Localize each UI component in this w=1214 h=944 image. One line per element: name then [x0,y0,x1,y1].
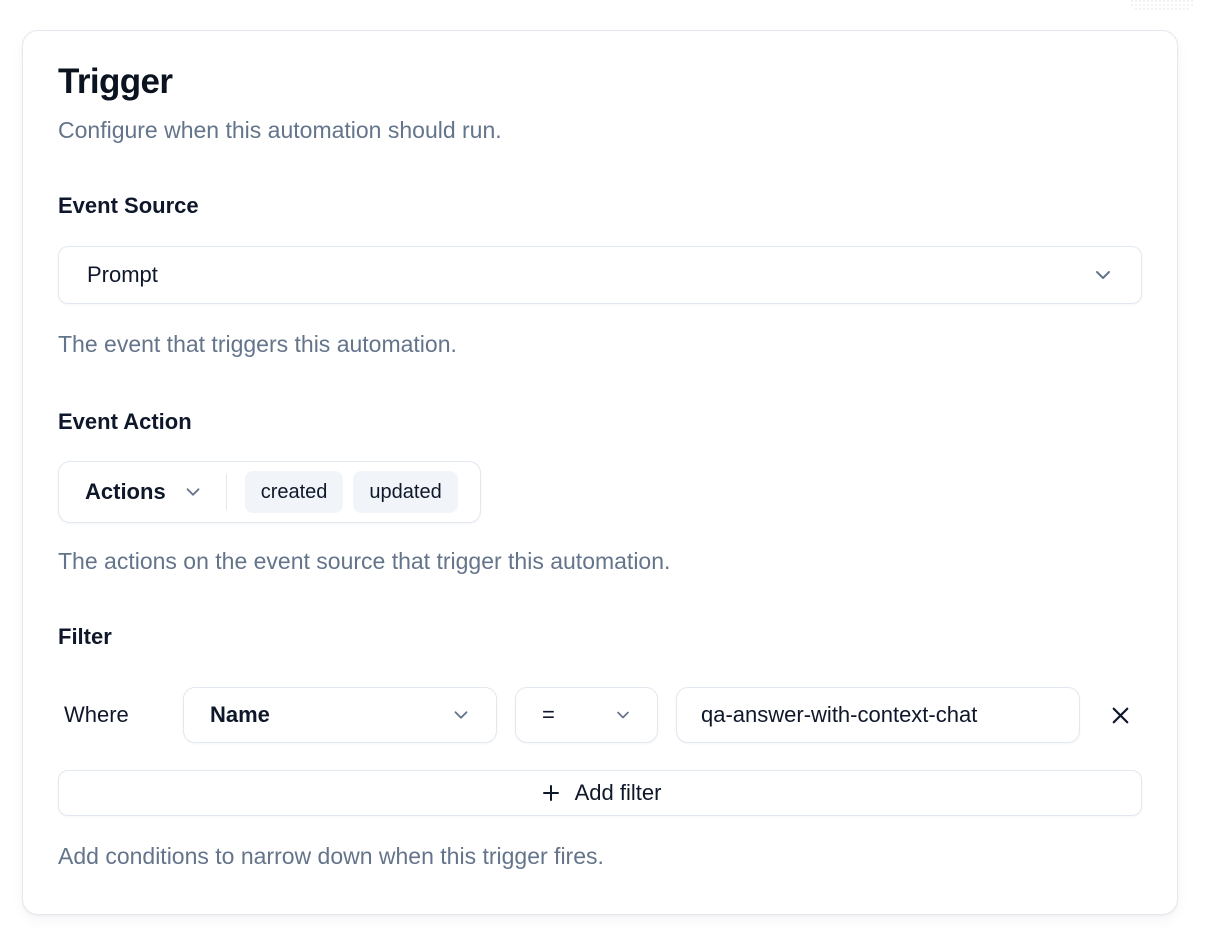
selected-actions: created updated [244,471,458,513]
filter-field-value: Name [210,702,270,727]
filter-operator-select[interactable]: = [515,687,658,743]
event-action-section: Event Action Actions created updated The… [58,408,1142,575]
action-badge-updated: updated [353,471,458,513]
filter-value-input[interactable] [676,687,1080,743]
event-action-label: Event Action [58,409,192,434]
add-filter-label: Add filter [574,780,662,805]
where-label: Where [64,702,129,727]
page-title: Trigger [58,62,173,101]
filter-section: Filter Where Name = [58,623,1142,870]
filter-operator-value: = [542,702,555,727]
event-source-select-value: Prompt [87,262,158,287]
plus-icon [539,781,563,805]
action-badge-created: created [244,471,344,513]
add-filter-button[interactable]: Add filter [58,770,1142,816]
filter-condition-row: Where Name = [58,687,1142,743]
chevron-down-icon [450,704,472,726]
event-source-help: The event that triggers this automation. [58,331,457,357]
filter-field-select[interactable]: Name [183,687,497,743]
event-source-label: Event Source [58,193,199,218]
filter-label: Filter [58,624,112,649]
x-icon [1107,702,1134,729]
event-action-help: The actions on the event source that tri… [58,548,671,574]
offscreen-element-artifact [1130,0,1194,11]
actions-dropdown[interactable]: Actions [85,479,204,505]
event-action-control: Actions created updated [58,461,481,523]
card-subtitle: Configure when this automation should ru… [58,117,502,143]
event-source-section: Event Source Prompt The event that trigg… [58,192,1142,358]
chevron-down-icon [1091,263,1115,287]
divider [225,474,227,510]
event-source-select[interactable]: Prompt [58,246,1142,304]
remove-filter-button[interactable] [1098,693,1142,737]
filter-help: Add conditions to narrow down when this … [58,843,604,869]
chevron-down-icon [613,705,633,725]
actions-dropdown-label: Actions [85,479,166,504]
chevron-down-icon [182,481,204,503]
trigger-card: Trigger Configure when this automation s… [22,30,1178,915]
